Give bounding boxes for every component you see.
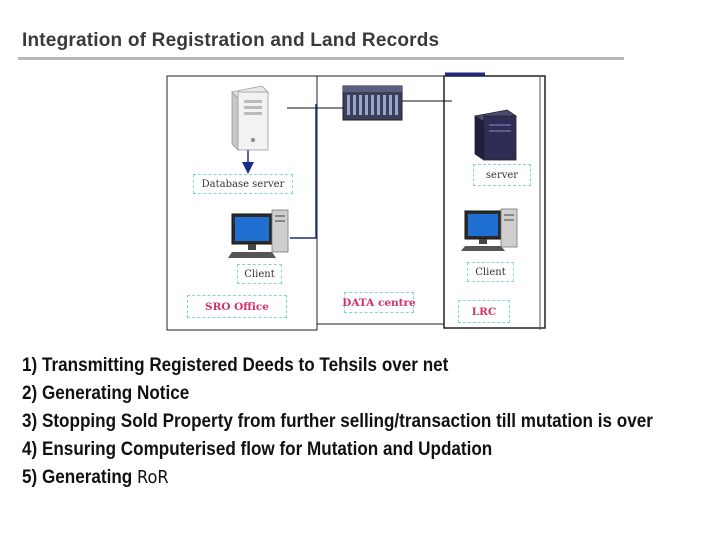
point-5: 5) Generating RoR [22,464,643,492]
sro-panel [166,75,318,331]
label-lrc: LRC [458,300,510,323]
slide-title: Integration of Registration and Land Rec… [22,30,440,51]
label-data-centre: DATA centre [342,292,416,313]
title-underline [18,57,624,60]
label-sro-office: SRO Office [187,295,287,318]
point-3: 3) Stopping Sold Property from further s… [22,411,653,432]
lrc-client-computer-icon [461,208,518,251]
label-client-sro: Client [237,264,282,284]
point-1: 1) Transmitting Registered Deeds to Tehs… [22,355,449,376]
label-client-lrc: Client [467,262,514,282]
data-centre-server-icon [342,85,403,121]
points-list: 1) Transmitting Registered Deeds to Tehs… [22,352,712,492]
lrc-server-icon [473,109,518,161]
diagram-canvas [166,72,546,331]
sro-client-computer-icon [228,209,289,258]
network-diagram: Database server Client SRO Office DATA c… [166,72,546,331]
lrc-panel [443,75,546,329]
database-server-icon [231,85,269,151]
point-4: 4) Ensuring Computerised flow for Mutati… [22,439,493,460]
point-5-text: 5) Generating [22,467,133,488]
link-datacentre-to-client [290,104,317,239]
point-5-suffix: RoR [136,467,169,488]
label-server-lrc: server [473,164,531,186]
label-database-server: Database server [193,174,293,194]
point-2: 2) Generating Notice [22,383,190,404]
